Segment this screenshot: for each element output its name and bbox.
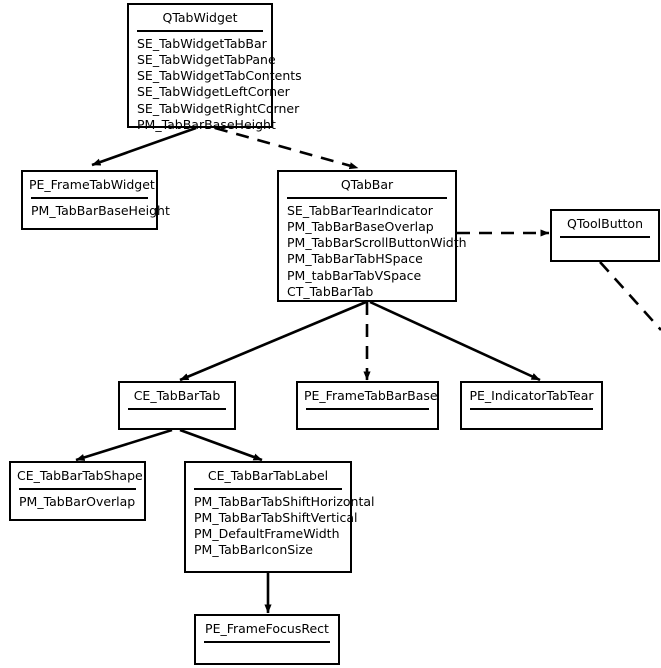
node-member: SE_TabBarTearIndicator — [287, 202, 433, 218]
node-members: SE_TabBarTearIndicator PM_TabBarBaseOver… — [279, 199, 467, 305]
node-title: PE_IndicatorTabTear — [469, 388, 594, 403]
node-ce-tabbartablabel[interactable]: CE_TabBarTabLabel PM_TabBarTabShiftHoriz… — [184, 461, 375, 573]
edge-ce-tabbartab-to-ce-tabbartabshape — [75, 428, 173, 462]
node-member: PM_TabBarOverlap — [19, 493, 136, 509]
node-separator — [137, 29, 263, 32]
edge-qtabbar-to-ce-tabbartab — [179, 300, 367, 382]
node-member: SE_TabWidgetTabBar — [137, 35, 267, 51]
node-qtoolbutton[interactable]: QToolButton — [550, 209, 660, 262]
node-title: CE_TabBarTab — [133, 388, 221, 403]
node-member: PM_TabBarScrollButtonWidth — [287, 235, 467, 251]
node-members — [120, 410, 234, 432]
node-member: PM_TabBarBaseHeight — [31, 202, 170, 218]
edge-ce-tabbartab-to-ce-tabbartablabel — [179, 428, 263, 462]
node-qtabwidget[interactable]: QTabWidget SE_TabWidgetTabBar SE_TabWidg… — [127, 3, 302, 132]
node-separator — [31, 196, 148, 199]
node-title: PE_FrameTabWidget — [29, 177, 155, 192]
node-member: PM_TabBarTabShiftVertical — [194, 509, 358, 525]
node-members: PM_TabBarTabShiftHorizontal PM_TabBarTab… — [186, 490, 375, 563]
edge-qtoolbutton-to-offscreen — [599, 261, 661, 331]
node-members — [462, 410, 601, 432]
node-member: PM_TabBarBaseOverlap — [287, 218, 434, 234]
node-separator — [287, 196, 447, 199]
node-separator — [128, 407, 226, 410]
node-members — [196, 643, 338, 665]
node-ce-tabbartab[interactable]: CE_TabBarTab — [118, 381, 236, 430]
node-member: PM_tabBarTabVSpace — [287, 267, 422, 283]
node-title: QTabWidget — [162, 10, 238, 25]
node-title: QTabBar — [340, 177, 394, 192]
node-members: SE_TabWidgetTabBar SE_TabWidgetTabPane S… — [129, 32, 302, 138]
node-members — [552, 238, 658, 260]
node-members: PM_TabBarOverlap — [11, 490, 144, 514]
node-member: SE_TabWidgetRightCorner — [137, 100, 300, 116]
node-pe-frametabbarbase[interactable]: PE_FrameTabBarBase — [296, 381, 439, 430]
node-pe-framefocusrect[interactable]: PE_FrameFocusRect — [194, 614, 340, 665]
node-member: SE_TabWidgetLeftCorner — [137, 84, 290, 100]
node-separator — [19, 487, 136, 490]
node-member: PM_TabBarTabShiftHorizontal — [194, 493, 375, 509]
node-member: PM_TabBarBaseHeight — [137, 116, 276, 132]
node-ce-tabbartabshape[interactable]: CE_TabBarTabShape PM_TabBarOverlap — [9, 461, 146, 521]
node-pe-frametabwidget[interactable]: PE_FrameTabWidget PM_TabBarBaseHeight — [21, 170, 170, 230]
node-separator — [204, 640, 330, 643]
node-title: QToolButton — [567, 216, 643, 231]
node-pe-indicatortabtear[interactable]: PE_IndicatorTabTear — [460, 381, 603, 430]
node-separator — [306, 407, 429, 410]
node-title: CE_TabBarTabShape — [17, 468, 143, 483]
node-separator — [560, 235, 650, 238]
node-qtabbar[interactable]: QTabBar SE_TabBarTearIndicator PM_TabBar… — [277, 170, 467, 305]
node-title: PE_FrameTabBarBase — [304, 388, 438, 403]
node-member: PM_DefaultFrameWidth — [194, 526, 340, 542]
node-member: SE_TabWidgetTabPane — [137, 51, 276, 67]
node-separator — [194, 487, 342, 490]
node-title: CE_TabBarTabLabel — [207, 468, 329, 483]
edge-qtabbar-to-pe-indicatortabtear — [369, 300, 541, 382]
node-separator — [470, 407, 593, 410]
node-member: PM_TabBarTabHSpace — [287, 251, 423, 267]
node-member: CT_TabBarTab — [287, 283, 374, 299]
node-member: PM_TabBarIconSize — [194, 542, 313, 558]
node-member: SE_TabWidgetTabContents — [137, 68, 302, 84]
node-members — [298, 410, 437, 432]
node-members: PM_TabBarBaseHeight — [23, 199, 170, 223]
node-title: PE_FrameFocusRect — [205, 621, 329, 636]
